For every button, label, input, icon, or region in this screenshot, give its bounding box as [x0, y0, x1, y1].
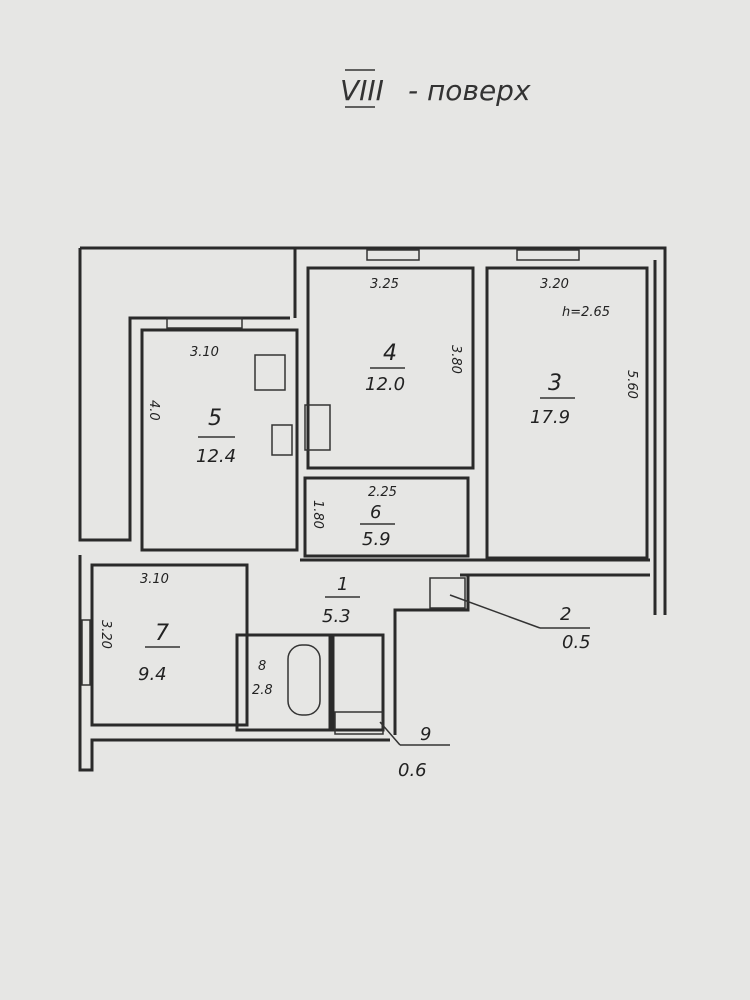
- room-number: 1: [337, 574, 348, 595]
- room-number: 5: [208, 406, 222, 431]
- room-area: 0.5: [562, 632, 591, 653]
- floor-numeral: VIII: [340, 74, 384, 107]
- room-area: 2.8: [252, 683, 273, 698]
- ceiling-height: h=2.65: [562, 305, 610, 320]
- room-area: 12.0: [365, 374, 405, 395]
- dimension: 3.10: [140, 572, 169, 587]
- dimension: 2.25: [368, 485, 397, 500]
- room-number: 4: [383, 341, 397, 366]
- dimension-labels: 3.10 4.0 3.25 3.80 3.20 h=2.65 5.60 2.25…: [98, 277, 639, 649]
- room-labels: 5 12.4 4 12.0 3 17.9 6 5.9 7 9.4 1 5.3 2…: [138, 341, 591, 781]
- room-number: 8: [258, 659, 266, 674]
- dimension: 3.80: [448, 345, 463, 374]
- room-number: 9: [420, 724, 431, 745]
- floor-title: - поверх: [408, 74, 531, 107]
- dimension: 5.60: [624, 370, 639, 399]
- room-area: 12.4: [196, 446, 236, 467]
- walls: [78, 246, 667, 772]
- room-area: 9.4: [138, 664, 167, 685]
- dimension: 3.25: [370, 277, 399, 292]
- room-area: 5.3: [322, 606, 351, 627]
- dimension: 3.20: [98, 620, 113, 649]
- dimension: 3.10: [190, 345, 219, 360]
- room-number: 7: [155, 621, 169, 646]
- room-area: 0.6: [398, 760, 427, 781]
- dimension: 4.0: [146, 400, 161, 421]
- dimension: 1.80: [310, 500, 325, 529]
- room-number: 2: [560, 604, 571, 625]
- room-area: 17.9: [530, 407, 570, 428]
- room-area: 5.9: [362, 529, 391, 550]
- room-number: 3: [548, 371, 562, 396]
- dimension: 3.20: [540, 277, 569, 292]
- room-number: 6: [370, 502, 381, 523]
